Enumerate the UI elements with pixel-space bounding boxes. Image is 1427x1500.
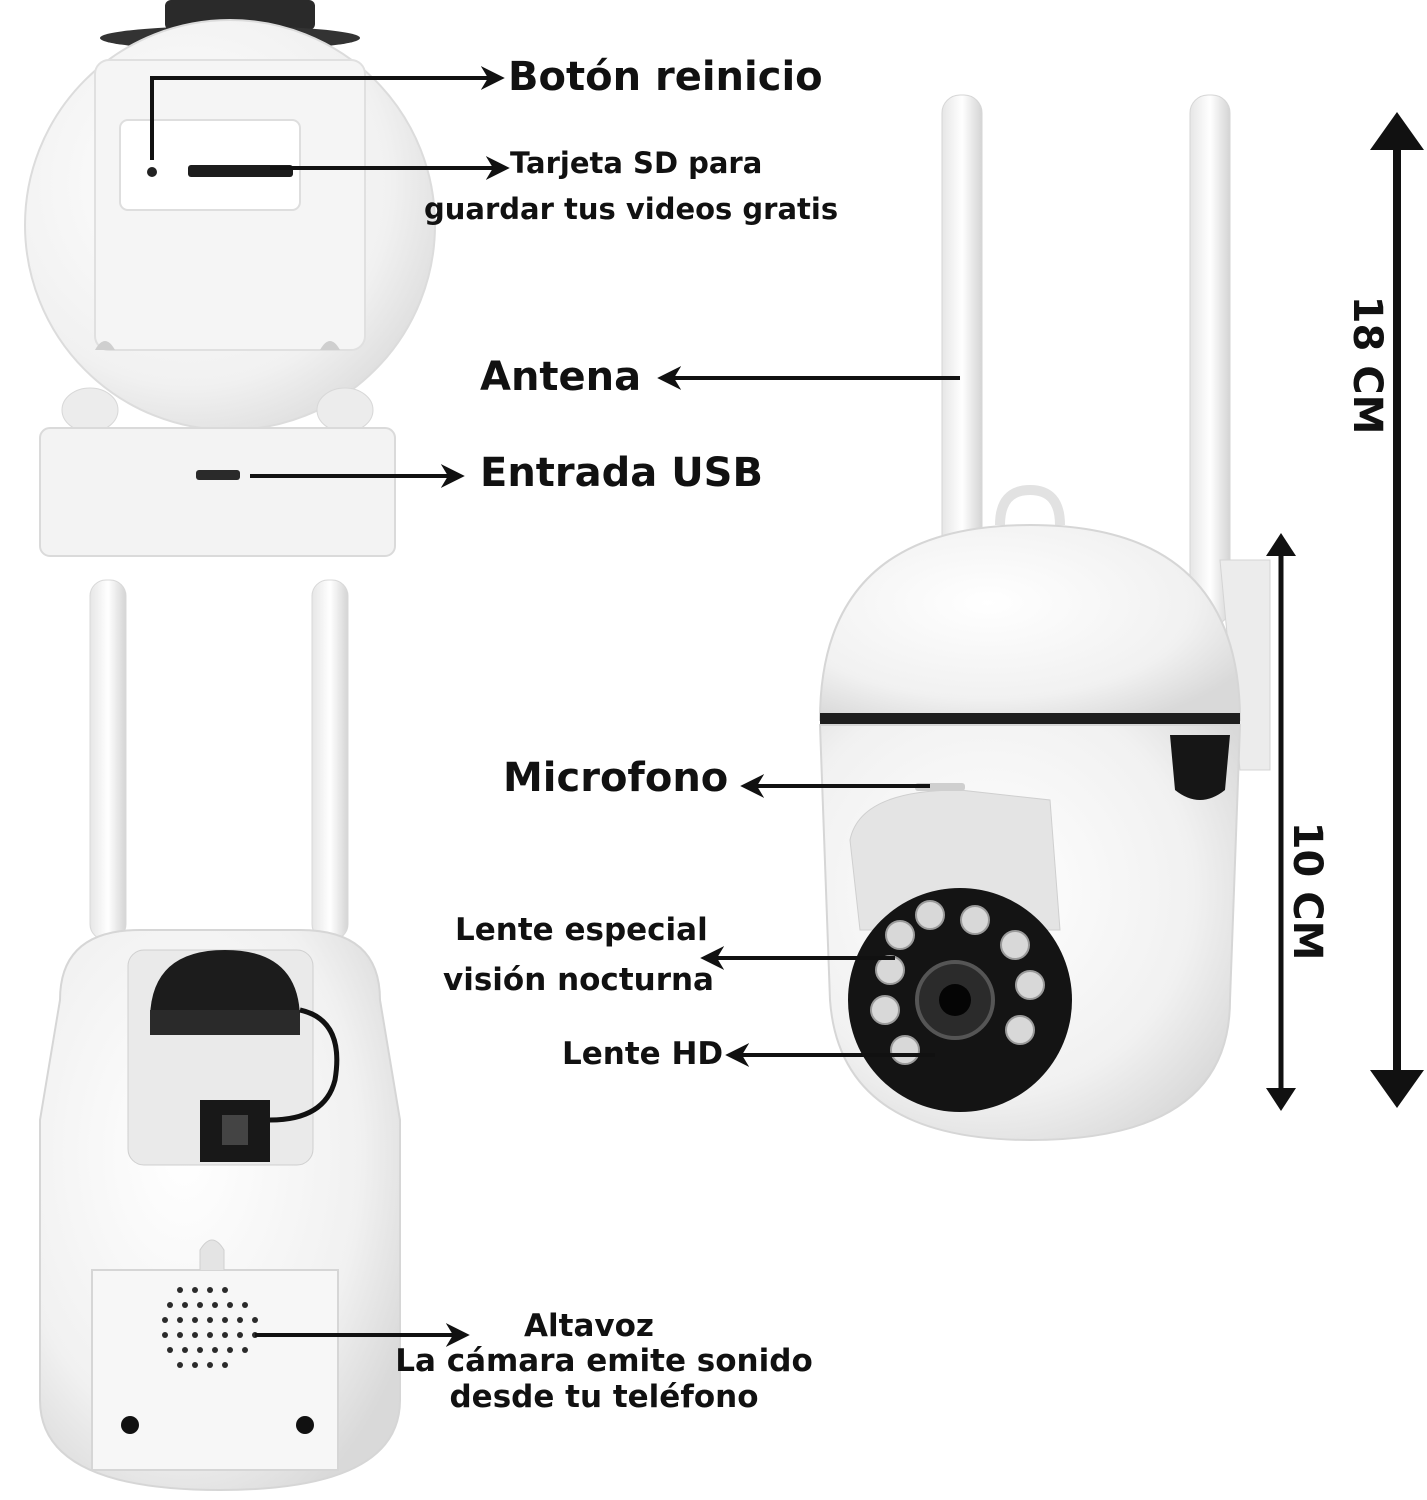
label-night-lens-line2: visión nocturna [443,962,714,998]
label-sd-card-line2: guardar tus videos gratis [424,192,839,226]
hd-lens [939,984,971,1016]
label-sd-card-line1: Tarjeta SD para [510,146,763,180]
camera-front-view [818,94,1271,1142]
callout-arrows [150,66,960,1347]
camera-base [39,427,396,557]
antenna-right [1189,94,1231,626]
camera-rear-view [24,0,436,557]
label-speaker-title: Altavoz [524,1308,654,1344]
dimension-total-height: 18 CM [1344,295,1390,435]
label-microphone: Microfono [503,755,729,801]
label-antenna: Antena [480,354,642,400]
dimension-arrows [1266,112,1424,1111]
camera-dome [818,523,1242,721]
arrow-reset [150,66,505,160]
usb-port [196,470,240,480]
label-speaker-line2: La cámara emite sonido [395,1343,813,1379]
label-speaker-line3: desde tu teléfono [449,1379,759,1415]
camera-back-view [39,579,401,1492]
label-hd-lens: Lente HD [562,1036,724,1072]
label-usb-port: Entrada USB [480,450,763,496]
label-reset-button: Botón reinicio [508,54,823,100]
speaker-holes [162,1287,258,1368]
sd-slot [188,165,293,177]
reset-hole [147,167,157,177]
label-night-lens-line1: Lente especial [455,912,708,948]
dimension-body-height: 10 CM [1284,821,1330,961]
antenna-left [941,94,983,556]
